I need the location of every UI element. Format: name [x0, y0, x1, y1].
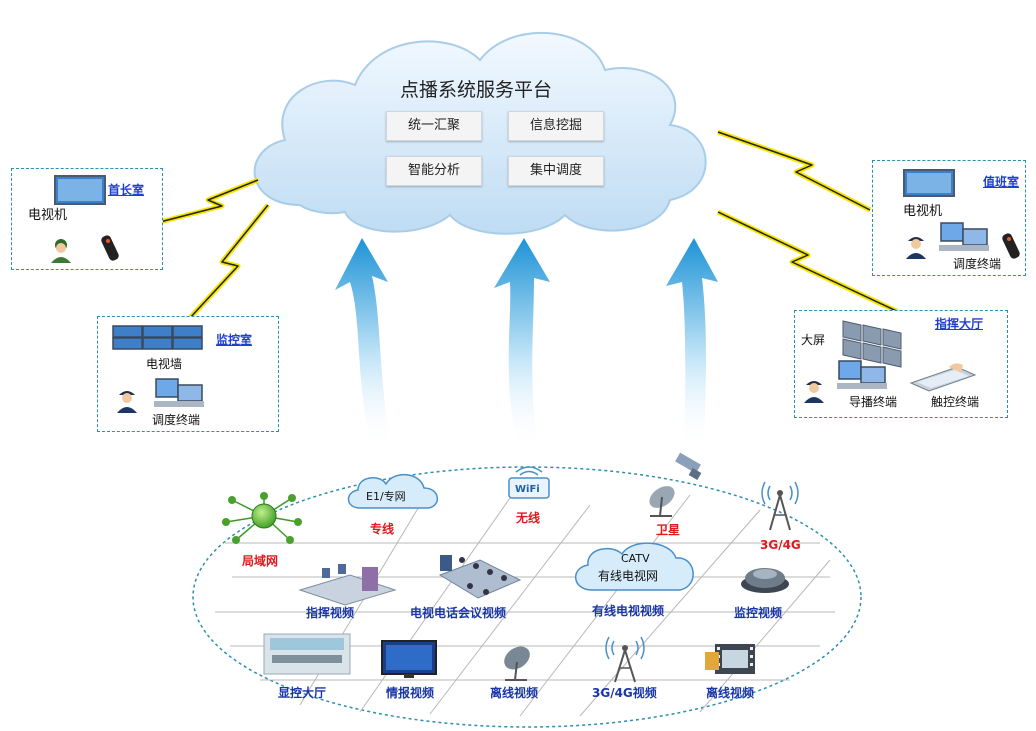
wifi-badge-label: WiFi	[515, 484, 540, 495]
guide-terminal-icon	[837, 360, 887, 389]
duty-terminal-label: 调度终端	[953, 257, 1002, 271]
lightning-command-icon	[716, 209, 907, 318]
film-icon	[705, 644, 755, 674]
lan-globe-icon	[222, 492, 302, 544]
surveillance-camera-icon	[741, 568, 789, 593]
duty-room-box: 值班室 电视机 调度终端	[872, 160, 1026, 276]
wifi-icon	[508, 466, 550, 499]
arrow-up-center-icon	[494, 238, 550, 450]
display-hall-label: 显控大厅	[278, 686, 327, 700]
command-touch-label: 触控终端	[931, 395, 980, 409]
monitor-tvwall-label: 电视墙	[146, 357, 183, 371]
e1-cloud-label: E1/专网	[366, 490, 406, 503]
dedicated-line-label: 专线	[370, 522, 395, 536]
command-video-icon	[298, 564, 397, 606]
catv-cloud-icon	[575, 542, 694, 591]
monitor-room-box: 监控室 电视墙 调度终端	[97, 316, 279, 432]
function-smart-analysis[interactable]: 智能分析	[386, 156, 482, 186]
dispatch-terminal-icon	[154, 378, 204, 407]
operator-icon	[804, 381, 824, 403]
operator-icon	[906, 237, 926, 259]
wireless-label: 无线	[516, 511, 541, 525]
command-video-label: 指挥视频	[306, 606, 355, 620]
arrow-up-right-icon	[666, 238, 718, 450]
function-central-dispatch[interactable]: 集中调度	[508, 156, 604, 186]
function-unified-aggregation[interactable]: 统一汇聚	[386, 111, 482, 141]
mobile-video-label: 3G/4G视频	[592, 686, 657, 700]
remote-control-icon	[1002, 233, 1020, 259]
intel-tv-icon	[381, 640, 437, 678]
function-info-mining[interactable]: 信息挖掘	[508, 111, 604, 141]
monitor-terminal-label: 调度终端	[152, 413, 201, 427]
satellite-icon	[649, 452, 702, 517]
intel-video-label: 情报视频	[386, 686, 435, 700]
command-guide-label: 导播终端	[849, 395, 898, 409]
cell-tower-icon	[761, 481, 799, 531]
tv-icon	[54, 175, 106, 205]
catv-label: CATV	[621, 552, 650, 565]
lightning-duty-icon	[717, 129, 872, 213]
duty-tv-label: 电视机	[903, 204, 943, 219]
conference-video-label: 电视电话会议视频	[410, 606, 507, 620]
offline-dish-icon	[504, 646, 530, 681]
arrow-up-left-icon	[335, 238, 392, 450]
satellite-label: 卫星	[656, 523, 681, 537]
command-hall-box: 指挥大厅 大屏 导播终端 触控终端	[794, 310, 1008, 418]
cable-video-label: 有线电视视频	[592, 604, 665, 618]
chief-tv-label: 电视机	[28, 208, 68, 223]
offline-video-label-1: 离线视频	[490, 686, 539, 700]
command-hall-name[interactable]: 指挥大厅	[935, 317, 984, 331]
lightning-monitor-icon	[186, 203, 270, 322]
command-screen-label: 大屏	[801, 333, 826, 347]
big-screen-icon	[842, 320, 902, 368]
catv-network-label: 有线电视网	[598, 569, 659, 583]
chief-room-box: 首长室 电视机	[11, 168, 163, 270]
dispatch-terminal-icon	[939, 222, 989, 251]
e1-cloud-icon	[347, 474, 438, 509]
officer-icon	[51, 239, 71, 263]
remote-control-icon	[101, 235, 119, 261]
display-hall-icon	[263, 633, 351, 675]
offline-video-label-2: 离线视频	[706, 686, 755, 700]
conference-icon	[438, 555, 522, 599]
lan-label: 局域网	[242, 554, 279, 568]
platform-title: 点播系统服务平台	[400, 79, 553, 101]
surveillance-video-label: 监控视频	[734, 606, 783, 620]
operator-icon	[117, 391, 137, 413]
mobile-video-tower-icon	[605, 636, 645, 683]
chief-room-name[interactable]: 首长室	[108, 183, 145, 197]
tv-icon	[903, 169, 955, 197]
mobile-network-label: 3G/4G	[760, 538, 801, 552]
duty-room-name[interactable]: 值班室	[983, 175, 1020, 189]
touch-terminal-icon	[909, 363, 977, 392]
tv-wall-icon	[112, 325, 203, 350]
monitor-room-name[interactable]: 监控室	[216, 333, 253, 347]
lightning-chief-icon	[159, 177, 259, 225]
